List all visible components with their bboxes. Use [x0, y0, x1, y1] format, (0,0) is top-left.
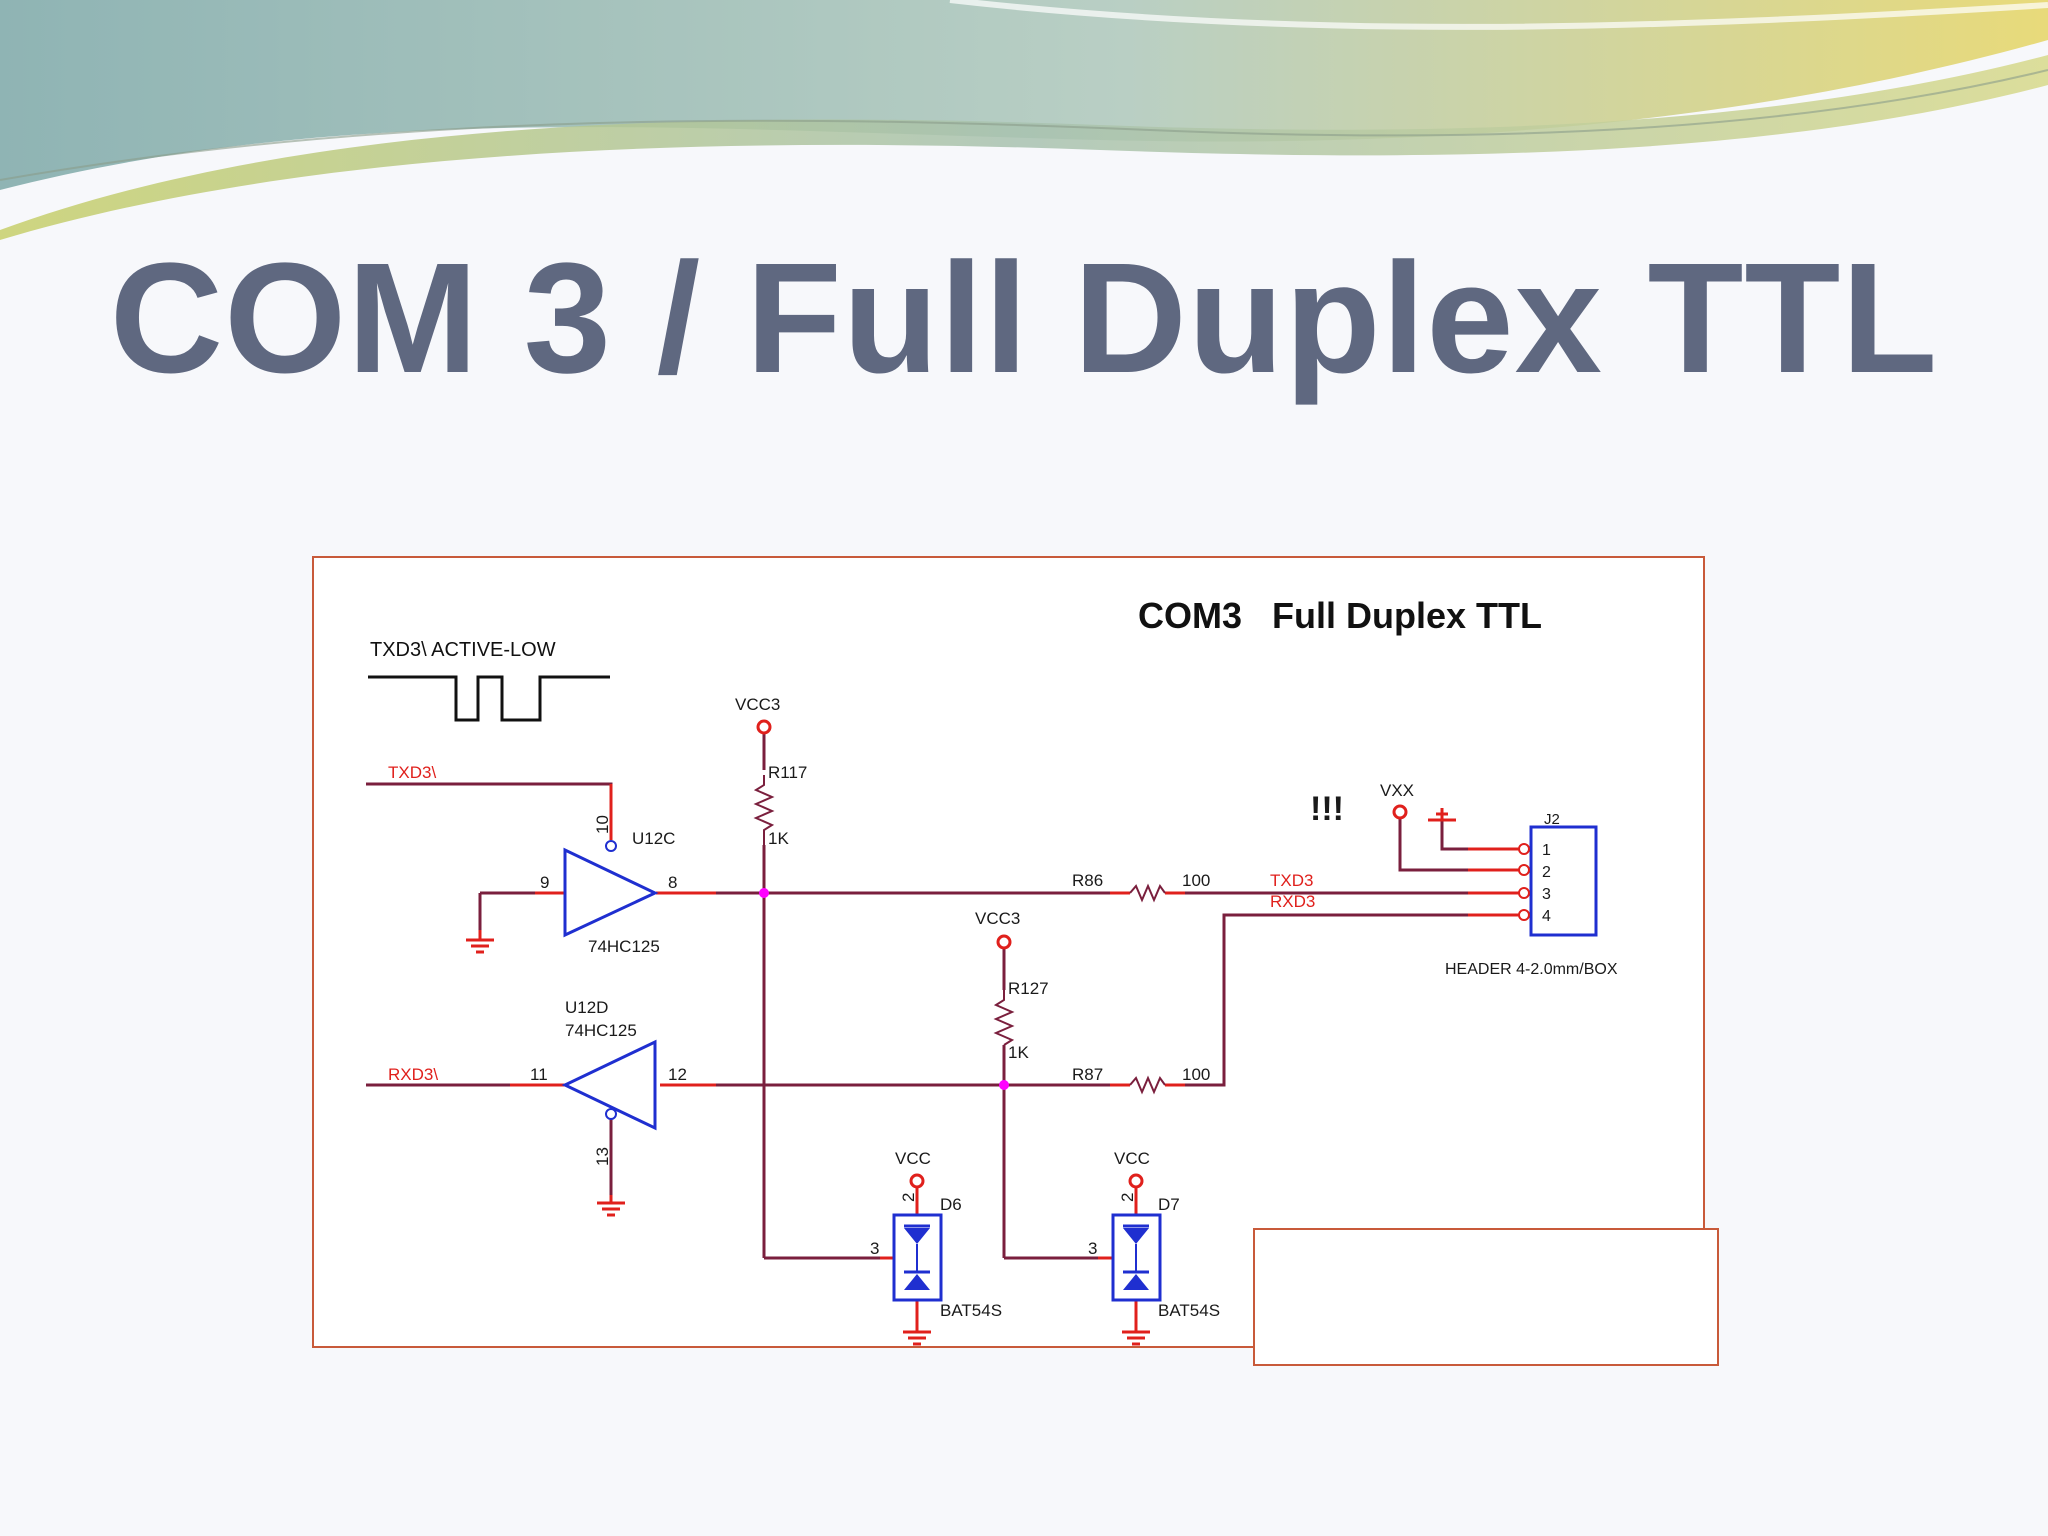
r86-value: 100	[1182, 871, 1210, 890]
r87-value: 100	[1182, 1065, 1210, 1084]
u12d-ref: U12D	[565, 998, 608, 1017]
warning-mark: !!!	[1310, 790, 1344, 828]
j2-pin-3: 3	[1542, 886, 1551, 903]
vcc3-label-a: VCC3	[735, 695, 780, 714]
vcc-symbol-a	[909, 1173, 925, 1189]
buffer-u12d	[561, 1039, 657, 1131]
title-block-box	[1253, 1228, 1719, 1366]
d6-ref: D6	[940, 1195, 962, 1214]
d6-pin-side: 3	[870, 1239, 879, 1258]
net-label-txd-in: TXD3\	[388, 763, 436, 782]
vxx-symbol	[1392, 804, 1408, 820]
wire-vxx	[1398, 818, 1468, 872]
header-wave-decoration	[0, 0, 2048, 240]
d6-pin-top: 2	[899, 1193, 918, 1202]
resistor-r87	[1129, 1075, 1166, 1095]
net-label-txd-header: TXD3	[1270, 871, 1313, 890]
junction-txd	[759, 888, 769, 898]
active-low-waveform	[368, 675, 610, 722]
schematic-heading: COM3 Full Duplex TTL	[1138, 595, 1542, 636]
connector-j2	[1529, 825, 1598, 937]
resistor-r86	[1129, 883, 1166, 903]
schematic-frame	[312, 556, 1705, 1348]
ground-symbol-header	[1428, 808, 1456, 822]
r87-ref: R87	[1072, 1065, 1103, 1084]
j2-pin-4: 4	[1542, 908, 1551, 925]
vcc-label-b: VCC	[1114, 1149, 1150, 1168]
vcc-symbol-b	[1128, 1173, 1144, 1189]
u12c-ref: U12C	[632, 829, 675, 848]
u12c-part: 74HC125	[588, 937, 660, 956]
u12d-pin-oe: 13	[593, 1147, 612, 1166]
wire-rxd-header	[1165, 913, 1468, 1087]
d6-part: BAT54S	[940, 1301, 1002, 1320]
u12c-pin-oe: 10	[593, 815, 612, 834]
j2-pin-1: 1	[1542, 842, 1551, 859]
r127-value: 1K	[1008, 1043, 1029, 1062]
r127-ref: R127	[1008, 979, 1049, 998]
ground-symbol-d7	[1122, 1328, 1150, 1346]
r117-value: 1K	[768, 829, 789, 848]
u12d-pin-out: 12	[668, 1065, 687, 1084]
u12c-pin-out: 8	[668, 873, 677, 892]
buffer-u12c	[563, 847, 659, 938]
diode-d7	[1111, 1213, 1162, 1302]
junction-rxd	[999, 1080, 1009, 1090]
u12d-part: 74HC125	[565, 1021, 637, 1040]
j2-pin-2: 2	[1542, 864, 1551, 881]
wire-gnd-pin1	[1440, 820, 1468, 851]
u12c-pin-in: 9	[540, 873, 549, 892]
d7-pin-top: 2	[1118, 1193, 1137, 1202]
resistor-r127	[993, 990, 1015, 1046]
slide-title: COM 3 / Full Duplex TTL	[109, 231, 1939, 406]
u12d-pin-in: 11	[530, 1065, 548, 1084]
resistor-r117	[753, 775, 775, 845]
diode-d6	[892, 1213, 943, 1302]
vcc3-symbol-b	[996, 934, 1012, 950]
vxx-label: VXX	[1380, 781, 1414, 800]
ground-symbol-d6	[903, 1328, 931, 1346]
net-label-rxd-header: RXD3	[1270, 892, 1315, 911]
vcc3-label-b: VCC3	[975, 909, 1020, 928]
net-label-rxd-out: RXD3\	[388, 1065, 438, 1084]
d7-ref: D7	[1158, 1195, 1180, 1214]
j2-description: HEADER 4-2.0mm/BOX	[1445, 961, 1618, 978]
j2-ref: J2	[1544, 811, 1560, 828]
ground-symbol-u12c	[466, 930, 494, 954]
r86-ref: R86	[1072, 871, 1103, 890]
ground-symbol-u12d	[597, 1195, 625, 1217]
vcc3-symbol-a	[756, 719, 772, 735]
vcc-label-a: VCC	[895, 1149, 931, 1168]
d7-pin-side: 3	[1088, 1239, 1097, 1258]
d7-part: BAT54S	[1158, 1301, 1220, 1320]
r117-ref: R117	[768, 763, 807, 782]
timing-label: TXD3\ ACTIVE-LOW	[370, 639, 556, 661]
